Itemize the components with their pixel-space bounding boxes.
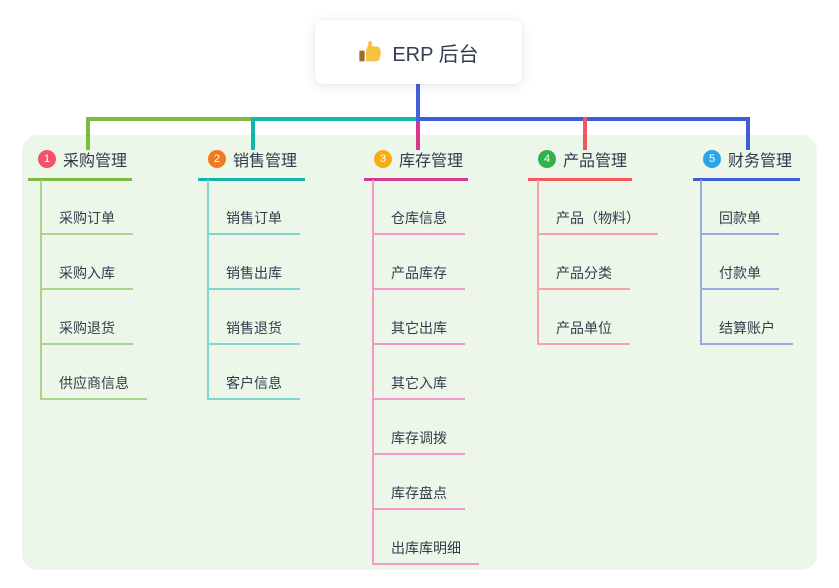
child-label: 付款单 bbox=[702, 263, 779, 290]
child-node[interactable]: 销售退货 bbox=[209, 290, 300, 345]
root-title: ERP 后台 bbox=[392, 43, 479, 66]
connector-product-drop bbox=[583, 117, 587, 150]
child-node[interactable]: 产品（物料） bbox=[539, 180, 658, 235]
child-label: 库存调拨 bbox=[374, 428, 465, 455]
child-label: 客户信息 bbox=[209, 373, 300, 400]
child-node[interactable]: 产品库存 bbox=[374, 235, 479, 290]
branch-children-finance: 回款单 付款单 结算账户 bbox=[700, 180, 793, 345]
child-node[interactable]: 采购退货 bbox=[42, 290, 147, 345]
child-node[interactable]: 库存调拨 bbox=[374, 400, 479, 455]
branch-label-finance[interactable]: 5 财务管理 bbox=[693, 146, 800, 181]
child-node[interactable]: 采购订单 bbox=[42, 180, 147, 235]
child-node[interactable]: 销售出库 bbox=[209, 235, 300, 290]
child-label: 销售退货 bbox=[209, 318, 300, 345]
child-label: 结算账户 bbox=[702, 318, 793, 345]
child-label: 其它入库 bbox=[374, 373, 465, 400]
branch-label-product[interactable]: 4 产品管理 bbox=[528, 146, 632, 181]
child-label: 销售出库 bbox=[209, 263, 300, 290]
branch-number-badge: 2 bbox=[208, 150, 226, 168]
branches-panel bbox=[22, 135, 817, 570]
child-node[interactable]: 产品单位 bbox=[539, 290, 658, 345]
branch-children-product: 产品（物料） 产品分类 产品单位 bbox=[537, 180, 658, 345]
child-label: 供应商信息 bbox=[42, 373, 147, 400]
child-label: 产品库存 bbox=[374, 263, 465, 290]
connector-finance-drop bbox=[746, 117, 750, 150]
child-label: 销售订单 bbox=[209, 208, 300, 235]
branch-label-purchase[interactable]: 1 采购管理 bbox=[28, 146, 132, 181]
child-node[interactable]: 其它入库 bbox=[374, 345, 479, 400]
child-node[interactable]: 付款单 bbox=[702, 235, 793, 290]
connector-root-vertical bbox=[416, 84, 420, 121]
child-label: 产品分类 bbox=[539, 263, 630, 290]
thumbs-up-icon bbox=[358, 40, 382, 64]
child-node[interactable]: 客户信息 bbox=[209, 345, 300, 400]
child-label: 仓库信息 bbox=[374, 208, 465, 235]
branch-title: 库存管理 bbox=[399, 153, 464, 170]
branch-children-inventory: 仓库信息 产品库存 其它出库 其它入库 库存调拨 库存盘点 出库库明细 bbox=[372, 180, 479, 565]
branch-number-badge: 5 bbox=[703, 150, 721, 168]
branch-title: 销售管理 bbox=[233, 153, 298, 170]
connector-purchase-drop bbox=[86, 117, 90, 150]
child-label: 回款单 bbox=[702, 208, 779, 235]
child-node[interactable]: 结算账户 bbox=[702, 290, 793, 345]
child-node[interactable]: 产品分类 bbox=[539, 235, 658, 290]
child-node[interactable]: 出库库明细 bbox=[374, 510, 479, 565]
child-node[interactable]: 采购入库 bbox=[42, 235, 147, 290]
root-node[interactable]: ERP 后台 bbox=[315, 20, 522, 84]
child-node[interactable]: 供应商信息 bbox=[42, 345, 147, 400]
branch-number-badge: 3 bbox=[374, 150, 392, 168]
branch-title: 产品管理 bbox=[563, 153, 628, 170]
branch-label-sales[interactable]: 2 销售管理 bbox=[198, 146, 305, 181]
child-node[interactable]: 回款单 bbox=[702, 180, 793, 235]
child-label: 产品（物料） bbox=[539, 208, 658, 235]
child-label: 产品单位 bbox=[539, 318, 630, 345]
child-label: 库存盘点 bbox=[374, 483, 465, 510]
child-label: 采购退货 bbox=[42, 318, 133, 345]
connector-sales-horizontal bbox=[253, 117, 416, 121]
child-label: 采购订单 bbox=[42, 208, 133, 235]
branch-children-purchase: 采购订单 采购入库 采购退货 供应商信息 bbox=[40, 180, 147, 400]
child-node[interactable]: 库存盘点 bbox=[374, 455, 479, 510]
child-node[interactable]: 其它出库 bbox=[374, 290, 479, 345]
branch-number-badge: 1 bbox=[38, 150, 56, 168]
branch-title: 财务管理 bbox=[728, 153, 793, 170]
branch-label-inventory[interactable]: 3 库存管理 bbox=[364, 146, 468, 181]
branch-number-badge: 4 bbox=[538, 150, 556, 168]
child-label: 出库库明细 bbox=[374, 538, 479, 565]
child-label: 采购入库 bbox=[42, 263, 133, 290]
connector-sales-drop bbox=[251, 117, 255, 150]
branch-children-sales: 销售订单 销售出库 销售退货 客户信息 bbox=[207, 180, 300, 400]
branch-title: 采购管理 bbox=[63, 153, 128, 170]
connector-inventory-drop bbox=[416, 119, 420, 150]
child-label: 其它出库 bbox=[374, 318, 465, 345]
child-node[interactable]: 销售订单 bbox=[209, 180, 300, 235]
child-node[interactable]: 仓库信息 bbox=[374, 180, 479, 235]
connector-purchase-horizontal bbox=[86, 117, 253, 121]
